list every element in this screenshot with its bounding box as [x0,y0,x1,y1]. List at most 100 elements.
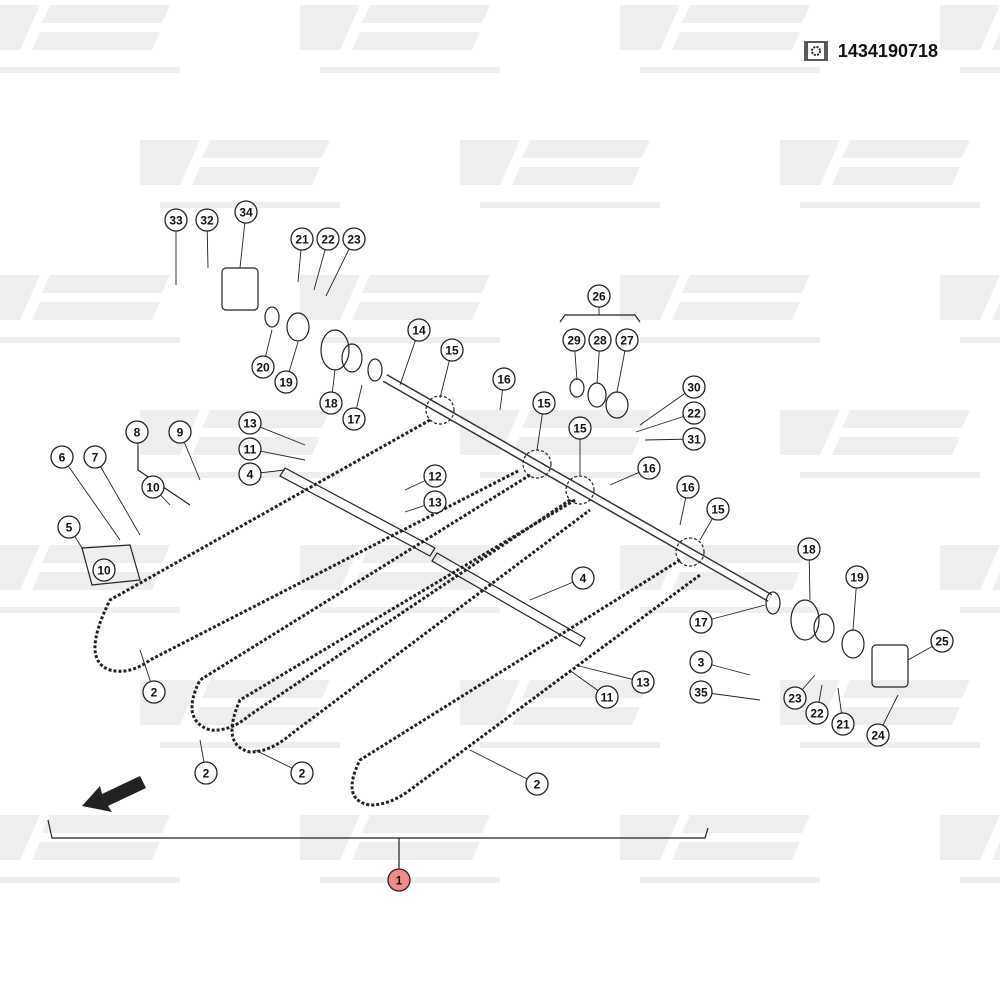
callout-13[interactable]: 13 [404,490,447,514]
callout-label: 7 [92,451,99,465]
callout-label: 4 [580,572,587,586]
callout-26[interactable]: 26 [587,284,611,315]
callout-23[interactable]: 23 [783,674,816,710]
callout-11[interactable]: 11 [238,437,306,461]
callout-18[interactable]: 18 [319,369,343,415]
watermark-logo [0,5,180,73]
callout-17[interactable]: 17 [342,384,366,431]
watermark-logo [940,815,1000,883]
callout-16[interactable]: 16 [676,475,700,526]
direction-arrow [82,776,146,812]
watermark-logo [620,275,820,343]
callout-28[interactable]: 28 [588,328,612,384]
callout-3[interactable]: 3 [689,650,751,676]
callout-9[interactable]: 9 [168,420,201,481]
callout-32[interactable]: 32 [195,208,219,269]
callout-13[interactable]: 13 [238,411,306,446]
callout-label: 15 [573,422,587,436]
callout-10[interactable]: 10 [141,475,171,506]
callout-21[interactable]: 21 [290,227,314,283]
callout-8[interactable]: 8 [125,420,149,447]
callout-22[interactable]: 22 [805,684,829,725]
callout-34[interactable]: 34 [234,200,258,269]
callout-5[interactable]: 5 [57,515,83,549]
callout-2[interactable]: 2 [254,749,314,785]
callout-20[interactable]: 20 [251,329,275,379]
callout-4[interactable]: 4 [238,462,286,486]
callout-label: 9 [177,426,184,440]
callout-label: 28 [593,334,607,348]
callout-12[interactable]: 12 [404,464,447,491]
callout-29[interactable]: 29 [562,328,586,381]
callout-1[interactable]: 1 [387,868,411,892]
callout-18[interactable]: 18 [797,537,821,601]
callout-21[interactable]: 21 [831,687,855,736]
callout-13[interactable]: 13 [574,664,655,694]
callout-16[interactable]: 16 [609,456,661,486]
callout-label: 32 [200,214,214,228]
callout-33[interactable]: 33 [164,208,188,285]
watermark-logo [460,140,660,208]
callout-15[interactable]: 15 [699,497,730,541]
callout-2[interactable]: 2 [194,739,218,785]
callout-label: 21 [295,233,309,247]
callout-23[interactable]: 23 [325,227,366,297]
watermark-logo [460,410,660,478]
callout-label: 27 [620,334,634,348]
callout-2[interactable]: 2 [139,649,166,704]
callout-label: 16 [681,481,695,495]
callout-label: 31 [687,433,701,447]
callout-4[interactable]: 4 [529,566,595,601]
callout-22[interactable]: 22 [635,401,706,433]
callout-19[interactable]: 19 [845,565,869,631]
part-number-header: 1434190718 [804,40,938,62]
callout-7[interactable]: 7 [83,445,141,536]
callout-14[interactable]: 14 [399,318,431,386]
callout-19[interactable]: 19 [274,341,299,394]
callout-35[interactable]: 35 [689,680,761,704]
callout-10[interactable]: 10 [92,558,116,582]
chain [350,558,701,807]
callout-2[interactable]: 2 [469,749,549,796]
hub [790,599,820,641]
callout-label: 17 [347,413,361,427]
callout-15[interactable]: 15 [532,391,556,451]
callout-31[interactable]: 31 [644,427,706,451]
callout-30[interactable]: 30 [639,375,706,426]
watermark-logo [0,275,180,343]
callout-27[interactable]: 27 [615,328,639,393]
callout-label: 15 [537,397,551,411]
watermark-logo [620,815,820,883]
callout-16[interactable]: 16 [492,367,516,411]
callout-15[interactable]: 15 [439,338,464,399]
callout-label: 5 [66,521,73,535]
callout-label: 23 [347,233,361,247]
callout-label: 2 [299,767,306,781]
callout-label: 13 [243,417,257,431]
callout-24[interactable]: 24 [866,694,899,747]
assembly-bracket [47,819,709,839]
callout-11[interactable]: 11 [571,671,619,709]
callout-label: 24 [871,729,885,743]
watermark-logo [940,275,1000,343]
callout-22[interactable]: 22 [313,227,340,291]
watermark-logo [780,140,980,208]
callout-label: 22 [321,233,335,247]
callout-label: 12 [428,470,442,484]
callout-6[interactable]: 6 [50,445,121,541]
leader-line [469,749,538,785]
callout-25[interactable]: 25 [907,629,954,661]
leader-line [94,456,141,536]
callout-15[interactable]: 15 [568,416,592,475]
callout-label: 8 [134,426,141,440]
callout-label: 16 [642,462,656,476]
bearing-housing [221,267,259,311]
bearing [286,312,310,342]
parts-drawing [47,267,909,868]
callout-17[interactable]: 17 [689,604,766,634]
callout-label: 10 [97,564,111,578]
callout-label: 3 [698,656,705,670]
watermark-logo [940,545,1000,613]
callout-label: 25 [935,635,949,649]
watermark-logo [300,5,500,73]
